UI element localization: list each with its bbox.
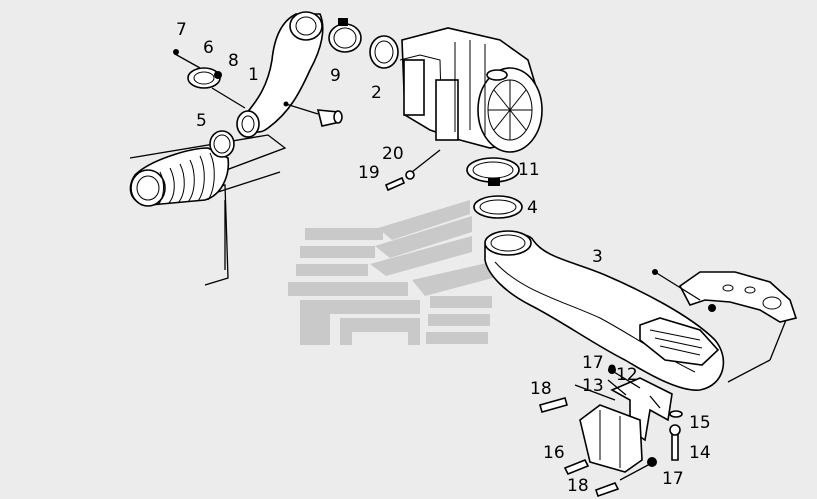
callout-18a: 18 xyxy=(530,379,552,399)
callout-7: 7 xyxy=(176,20,187,40)
callout-5: 5 xyxy=(196,111,207,131)
ring-2 xyxy=(369,35,399,69)
callout-17a: 17 xyxy=(582,353,604,373)
clamp-9 xyxy=(328,18,362,53)
callout-11: 11 xyxy=(518,160,540,180)
air-filter-housing xyxy=(399,27,543,153)
leader-lines xyxy=(574,379,661,409)
sensor-fitting xyxy=(283,101,343,127)
callout-14: 14 xyxy=(689,443,711,463)
air-duct-3 xyxy=(484,230,725,391)
clamp-6 xyxy=(173,49,246,109)
bolt-18-lower xyxy=(594,482,620,498)
ring-4 xyxy=(473,195,523,219)
callout-1: 1 xyxy=(248,65,259,85)
bolt-14 xyxy=(669,410,683,461)
clamp-11 xyxy=(466,157,520,186)
support-bracket-top xyxy=(652,269,798,383)
callout-8: 8 xyxy=(228,51,239,71)
bolt-18-upper xyxy=(539,397,568,413)
callout-6: 6 xyxy=(203,38,214,58)
mounting-bracket-13 xyxy=(579,404,643,473)
callout-16: 16 xyxy=(543,443,565,463)
screw-19 xyxy=(384,149,441,192)
callout-15: 15 xyxy=(689,413,711,433)
callout-17b: 17 xyxy=(662,469,684,489)
nut-17-upper xyxy=(608,364,616,372)
bolt-16 xyxy=(563,458,590,476)
corrugated-hose xyxy=(129,147,230,207)
callout-9: 9 xyxy=(330,66,341,86)
watermark-logo xyxy=(288,200,500,345)
callout-19: 19 xyxy=(358,163,380,183)
callout-2: 2 xyxy=(371,83,382,103)
callout-13: 13 xyxy=(582,376,604,396)
callout-3: 3 xyxy=(592,247,603,267)
callout-12: 12 xyxy=(616,365,638,385)
callout-4: 4 xyxy=(527,198,538,218)
intake-elbow xyxy=(236,11,324,138)
callout-18b: 18 xyxy=(567,476,589,496)
callout-20: 20 xyxy=(382,144,404,164)
hose-clamp-5 xyxy=(209,130,235,158)
nut-17-lower xyxy=(619,457,657,481)
